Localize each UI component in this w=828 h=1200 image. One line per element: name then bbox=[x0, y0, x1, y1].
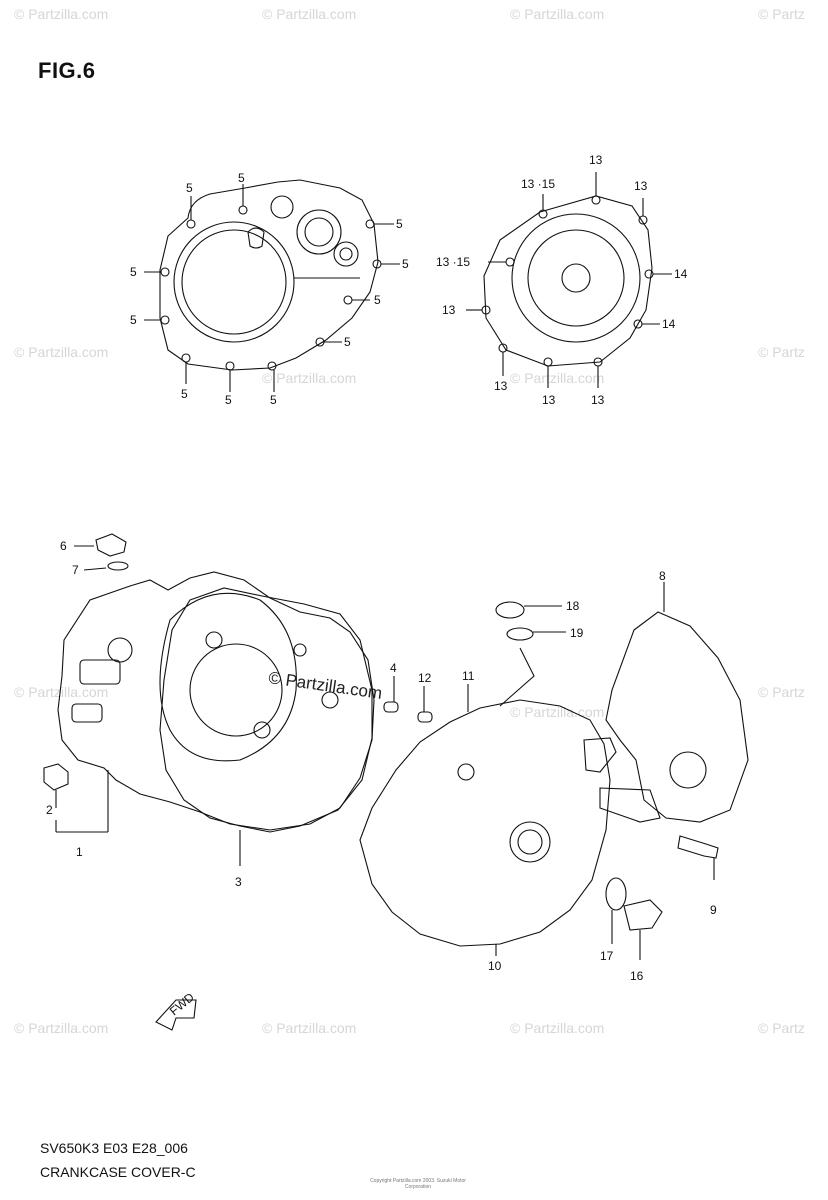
diagram-title: CRANKCASE COVER-C bbox=[40, 1164, 196, 1180]
watermark: © Partzilla.com bbox=[14, 344, 109, 360]
oil-filler-cap bbox=[74, 533, 129, 571]
watermark: © Partzilla.com bbox=[14, 6, 109, 22]
watermark: © Partz bbox=[758, 684, 805, 700]
watermark: © Partzilla.com bbox=[510, 6, 605, 22]
callout-13: 13 bbox=[591, 393, 605, 407]
forward-arrow-icon: FWD bbox=[155, 990, 197, 1031]
callout-5: 5 bbox=[225, 393, 232, 407]
callout-13-15: 13 ·15 bbox=[436, 255, 470, 269]
callout-5: 5 bbox=[186, 181, 193, 195]
callout-5: 5 bbox=[130, 313, 137, 327]
callout-5: 5 bbox=[270, 393, 277, 407]
watermark: © Partz bbox=[758, 344, 805, 360]
callout-13: 13 bbox=[494, 379, 508, 393]
callout-13-15: 13 ·15 bbox=[521, 177, 555, 191]
callout-1: 1 bbox=[76, 845, 83, 859]
callout-5: 5 bbox=[130, 265, 137, 279]
callout-5: 5 bbox=[238, 171, 245, 185]
dowel-pins bbox=[383, 676, 433, 723]
callout-14: 14 bbox=[674, 267, 688, 281]
callout-13: 13 bbox=[542, 393, 556, 407]
callout-14: 14 bbox=[662, 317, 676, 331]
callout-16: 16 bbox=[630, 969, 644, 983]
callout-19: 19 bbox=[570, 626, 584, 640]
callout-6: 6 bbox=[60, 539, 67, 553]
callout-10: 10 bbox=[488, 959, 502, 973]
watermark: © Partzilla.com bbox=[14, 1020, 109, 1036]
callout-7: 7 bbox=[72, 563, 79, 577]
copyright-note: Copyright Partzilla.com 2003. Suzuki Mot… bbox=[370, 1178, 466, 1190]
generator-cover-part-10 bbox=[359, 647, 617, 956]
watermark: © Partzilla.com bbox=[510, 1020, 605, 1036]
generator-cover-outline bbox=[466, 172, 672, 388]
gasket-part-3 bbox=[159, 587, 373, 866]
plug-part-18 bbox=[495, 601, 566, 641]
callout-5: 5 bbox=[181, 387, 188, 401]
watermark: © Partzilla.com bbox=[262, 6, 357, 22]
callout-13: 13 bbox=[634, 179, 648, 193]
callout-5: 5 bbox=[402, 257, 409, 271]
callout-5: 5 bbox=[374, 293, 381, 307]
watermark: © Partz bbox=[758, 6, 805, 22]
callout-11: 11 bbox=[462, 669, 475, 683]
diagram-code: SV650K3 E03 E28_006 bbox=[40, 1140, 188, 1156]
callout-18: 18 bbox=[566, 599, 580, 613]
crankcase-cover-part-1 bbox=[43, 571, 375, 833]
callout-12: 12 bbox=[418, 671, 432, 685]
bolt-part-9 bbox=[677, 835, 719, 880]
callout-17: 17 bbox=[600, 949, 614, 963]
callout-2: 2 bbox=[46, 803, 53, 817]
watermark: © Partzilla.com bbox=[262, 370, 357, 386]
watermark: © Partzilla.com bbox=[14, 684, 109, 700]
callout-13: 13 bbox=[589, 153, 603, 167]
clutch-cover-outline bbox=[144, 179, 400, 392]
callout-9: 9 bbox=[710, 903, 717, 917]
watermark: © Partzilla.com bbox=[262, 1020, 357, 1036]
cover-plate-part-8 bbox=[599, 582, 749, 823]
callout-4: 4 bbox=[390, 661, 397, 675]
callout-labels: 5 5 5 5 5 5 5 5 5 5 5 13 13 ·15 13 13 ·1… bbox=[46, 153, 717, 983]
callout-3: 3 bbox=[235, 875, 242, 889]
callout-5: 5 bbox=[344, 335, 351, 349]
plug-part-16 bbox=[605, 877, 663, 960]
watermark: © Partzilla.com bbox=[510, 370, 605, 386]
callout-13: 13 bbox=[442, 303, 456, 317]
figure-title: FIG.6 bbox=[38, 58, 96, 83]
callout-5: 5 bbox=[396, 217, 403, 231]
watermark: © Partz bbox=[758, 1020, 805, 1036]
callout-8: 8 bbox=[659, 569, 666, 583]
